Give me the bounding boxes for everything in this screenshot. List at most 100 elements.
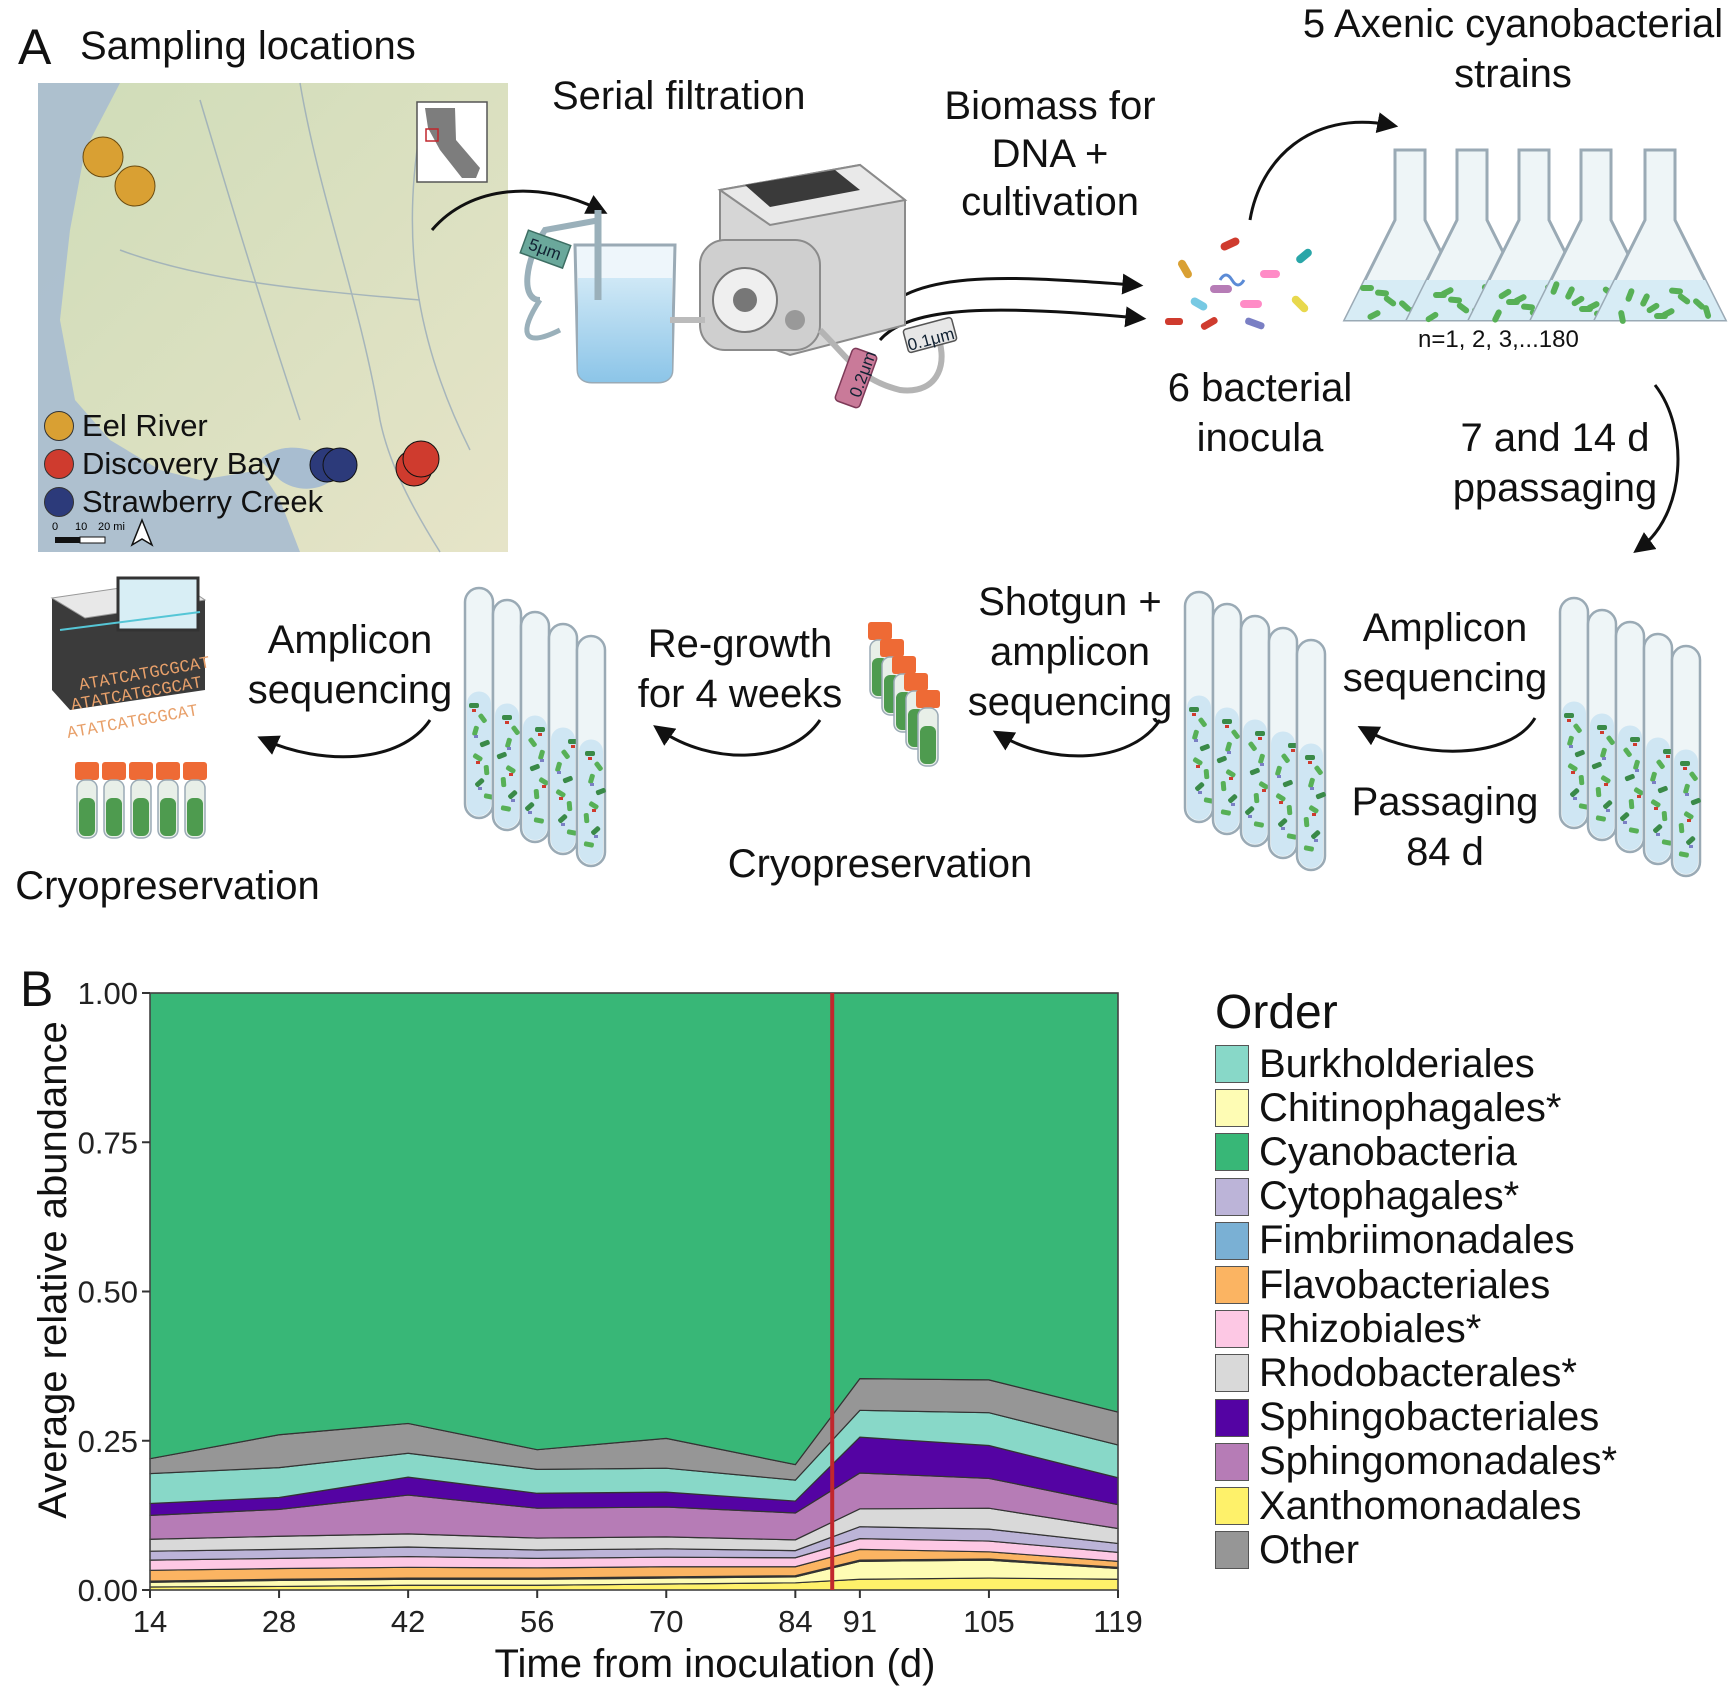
legend-swatch (1215, 1310, 1249, 1349)
sampling-locations-title: Sampling locations (80, 24, 416, 68)
vial-cap (904, 673, 928, 691)
passaging84-line1: Passaging (1351, 780, 1539, 824)
x-tick-label: 14 (133, 1604, 167, 1639)
legend-swatch (1215, 1487, 1249, 1525)
legend-item: Rhizobiales* (1215, 1306, 1482, 1351)
cryopreservation-left-label: Cryopreservation (15, 864, 320, 908)
legend-dot-icon (44, 487, 74, 517)
panel-b-letter: B (20, 961, 54, 1017)
regrowth-line2: for 4 weeks (637, 672, 843, 716)
legend-label: Sphingomonadales* (1259, 1439, 1618, 1484)
tube-group-right (1558, 596, 1702, 878)
legend-item: Cyanobacteria (1215, 1129, 1517, 1174)
legend-swatch (1215, 1398, 1249, 1437)
legend-item: Xanthomonadales (1215, 1483, 1582, 1528)
map-legend-label: Eel River (82, 408, 208, 443)
y-tick-label: 0.25 (78, 1424, 138, 1459)
site-discovery-bay-2 (402, 440, 440, 478)
y-tick-label: 1.00 (78, 976, 138, 1011)
amplicon-right-line2: sequencing (1342, 656, 1548, 700)
x-axis-title: Time from inoculation (d) (494, 1642, 936, 1686)
bacteria-cluster-illustration (1165, 237, 1312, 330)
shotgun-line3: sequencing (967, 680, 1173, 724)
scale-label-10: 10 (75, 521, 87, 533)
map-legend-strawberry-creek: Strawberry Creek (44, 484, 323, 520)
amplicon-left-line2: sequencing (247, 668, 453, 712)
legend-title: Order (1215, 986, 1338, 1039)
y-tick-label: 0.50 (78, 1275, 138, 1310)
amplicon-right-line1: Amplicon (1362, 606, 1528, 650)
site-strawberry-creek-2 (322, 447, 358, 483)
legend-dot-icon (44, 449, 74, 479)
sequencer-illustration: ATATCATGCGCAT ATATCATGCGCAT ATATCATGCGCA… (50, 576, 212, 744)
legend-label: Cyanobacteria (1259, 1129, 1517, 1174)
map-legend-label: Strawberry Creek (82, 484, 324, 519)
legend-item: Fimbriimonadales (1215, 1218, 1575, 1262)
axenic-label-line1: 5 Axenic cyanobacterial (1302, 2, 1724, 46)
cryo-vials-left (75, 762, 207, 839)
legend-swatch (1215, 1177, 1249, 1216)
passaging84-line2: 84 d (1406, 830, 1484, 874)
legend-swatch (1215, 1531, 1249, 1570)
legend-swatch (1215, 1354, 1249, 1393)
legend-swatch (1215, 1045, 1249, 1083)
vial-cap (868, 622, 892, 640)
vial-cap (183, 762, 207, 780)
cryo-vials-middle (868, 622, 940, 767)
legend-swatch (1215, 1133, 1249, 1172)
x-tick-label: 119 (1093, 1604, 1142, 1639)
panel-a-letter: A (18, 19, 52, 75)
axenic-label-line2: strains (1454, 52, 1572, 96)
shotgun-line1: Shotgun + (978, 580, 1162, 624)
cryopreservation-middle-label: Cryopreservation (727, 842, 1033, 886)
site-eel-river-2 (114, 165, 156, 207)
map-legend-eel-river: Eel River (44, 408, 208, 444)
legend-swatch (1215, 1442, 1249, 1481)
legend-label: Xanthomonadales (1259, 1483, 1582, 1528)
legend-swatch (1215, 1266, 1249, 1304)
x-tick-label: 56 (520, 1604, 554, 1639)
legend-dot-icon (44, 411, 74, 441)
site-eel-river-1 (82, 136, 124, 178)
x-tick-label: 91 (843, 1604, 877, 1639)
legend-label: Chitinophagales* (1259, 1085, 1562, 1130)
beaker-illustration (519, 210, 677, 384)
x-tick-label: 84 (778, 1604, 812, 1639)
passaging-label-line1: 7 and 14 d (1460, 416, 1650, 460)
map-legend-label: Discovery Bay (82, 446, 281, 481)
strain-count-label: n=1, 2, 3,...180 (1418, 326, 1579, 353)
legend-swatch (1215, 1089, 1249, 1128)
legend-label: Rhodobacterales* (1259, 1350, 1577, 1395)
legend-swatch (1215, 1221, 1249, 1260)
abundance-area-chart: 0.00 0.25 0.50 0.75 1.00 14 28 42 56 70 84 91 105 119 (78, 976, 1143, 1639)
legend-item: Cytophagales* (1215, 1174, 1520, 1219)
vial-cap (892, 656, 916, 674)
x-tick-label: 70 (649, 1604, 683, 1639)
legend-item: Sphingobacteriales (1215, 1395, 1599, 1439)
legend-item: Burkholderiales (1215, 1042, 1535, 1086)
biomass-label-line1: Biomass for (944, 84, 1156, 128)
legend-label: Flavobacteriales (1259, 1262, 1551, 1307)
legend-item: Chitinophagales* (1215, 1085, 1562, 1130)
tube-group-middle (1183, 590, 1327, 872)
inocula-label-line2: inocula (1196, 416, 1324, 460)
y-tick-label: 0.00 (78, 1573, 138, 1608)
legend-label: Cytophagales* (1259, 1174, 1520, 1219)
amplicon-left-line1: Amplicon (267, 618, 433, 662)
y-axis-title: Average relative abundance (31, 1021, 75, 1519)
x-tick-label: 42 (391, 1604, 425, 1639)
serial-filtration-label: Serial filtration (552, 74, 806, 118)
legend-item: Other (1215, 1527, 1360, 1572)
biomass-label-line3: cultivation (961, 180, 1139, 224)
x-tick-label: 105 (963, 1604, 1015, 1639)
passaging-label-line2: ppassaging (1452, 466, 1658, 510)
sampling-map (38, 82, 508, 553)
legend-label: Rhizobiales* (1259, 1306, 1482, 1351)
vial-cap (102, 762, 126, 780)
legend-item: Flavobacteriales (1215, 1262, 1551, 1307)
vial-cap (156, 762, 180, 780)
legend-item: Rhodobacterales* (1215, 1350, 1577, 1395)
legend-label: Other (1259, 1527, 1360, 1572)
y-tick-label: 0.75 (78, 1125, 138, 1160)
x-tick-label: 28 (262, 1604, 296, 1639)
